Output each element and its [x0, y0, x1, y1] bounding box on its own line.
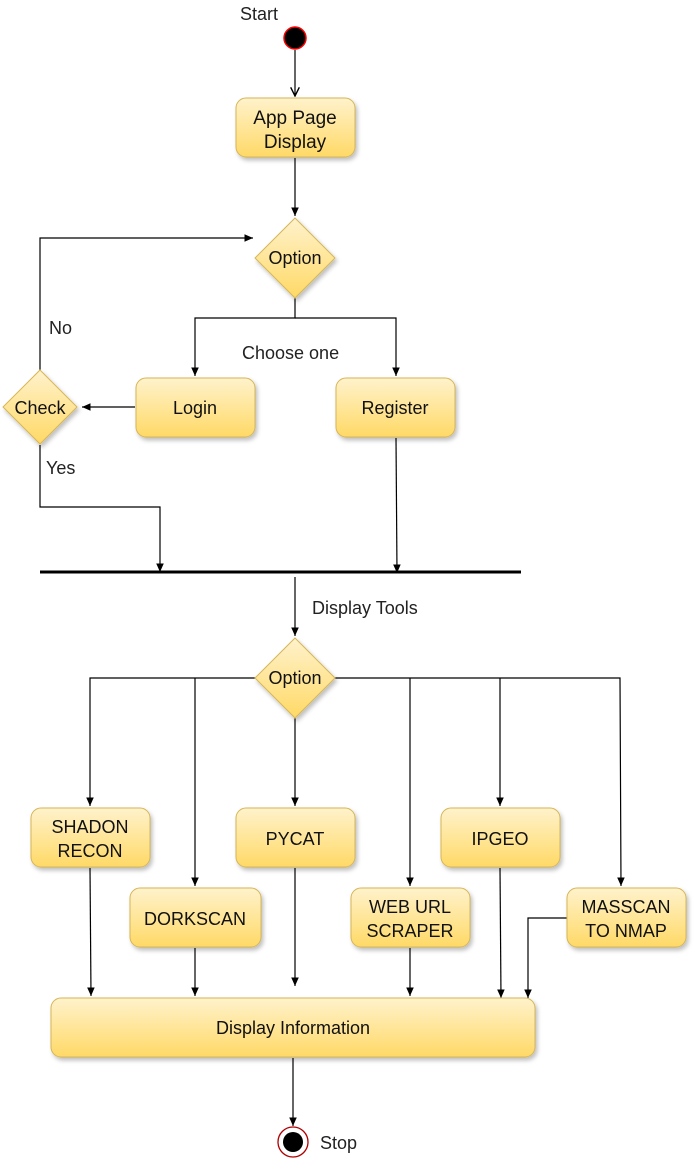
node-app-page-display: App Page Display [235, 97, 356, 158]
edge-option2-to-shadon [86, 677, 256, 806]
edge-shadon-to-display [87, 867, 95, 997]
masscan-line2: TO NMAP [585, 921, 667, 941]
yes-label: Yes [46, 458, 75, 478]
weburl-line1: WEB URL [369, 897, 451, 917]
ipgeo-label: IPGEO [471, 829, 528, 849]
start-label: Start [240, 4, 278, 24]
shadon-line1: SHADON [51, 817, 128, 837]
masscan-line1: MASSCAN [581, 897, 670, 917]
stop-node [277, 1126, 309, 1158]
node-masscan-to-nmap: MASSCAN TO NMAP [566, 887, 687, 948]
edge-option-to-register [295, 317, 400, 376]
edge-check-yes [39, 445, 164, 572]
start-node [283, 26, 307, 50]
display-info-label: Display Information [216, 1018, 370, 1038]
node-login: Login [135, 377, 256, 438]
stop-label: Stop [320, 1133, 357, 1153]
app-page-line2: Display [264, 132, 327, 153]
weburl-line2: SCRAPER [366, 921, 453, 941]
node-register: Register [335, 377, 456, 438]
display-tools-label: Display Tools [312, 598, 418, 618]
login-label: Login [173, 398, 217, 418]
node-ipgeo: IPGEO [440, 807, 561, 868]
node-dorkscan: DORKSCAN [129, 887, 262, 948]
option1-label: Option [268, 248, 321, 268]
edge-option2-to-masscan [334, 677, 625, 887]
decision-option-1: Option [254, 217, 336, 299]
node-display-information: Display Information [50, 997, 536, 1058]
edge-ipgeo-to-display [497, 867, 505, 999]
decision-check: Check [2, 369, 78, 445]
edge-masscan-to-display [524, 917, 567, 998]
edges [39, 50, 625, 1126]
register-label: Register [361, 398, 428, 418]
no-label: No [49, 318, 72, 338]
choose-one-label: Choose one [242, 343, 339, 363]
node-pycat: PYCAT [235, 807, 356, 868]
option2-label: Option [268, 668, 321, 688]
edge-option-to-login [191, 298, 296, 376]
app-page-line1: App Page [253, 108, 336, 129]
node-web-url-scraper: WEB URL SCRAPER [350, 887, 471, 948]
shadon-line2: RECON [57, 841, 122, 861]
dorkscan-label: DORKSCAN [144, 909, 246, 929]
edge-check-no [39, 234, 253, 370]
decision-option-2: Option [254, 637, 336, 719]
node-shadon-recon: SHADON RECON [30, 807, 151, 868]
edge-register-to-join [393, 437, 401, 574]
check-label: Check [14, 398, 66, 418]
pycat-label: PYCAT [266, 829, 325, 849]
